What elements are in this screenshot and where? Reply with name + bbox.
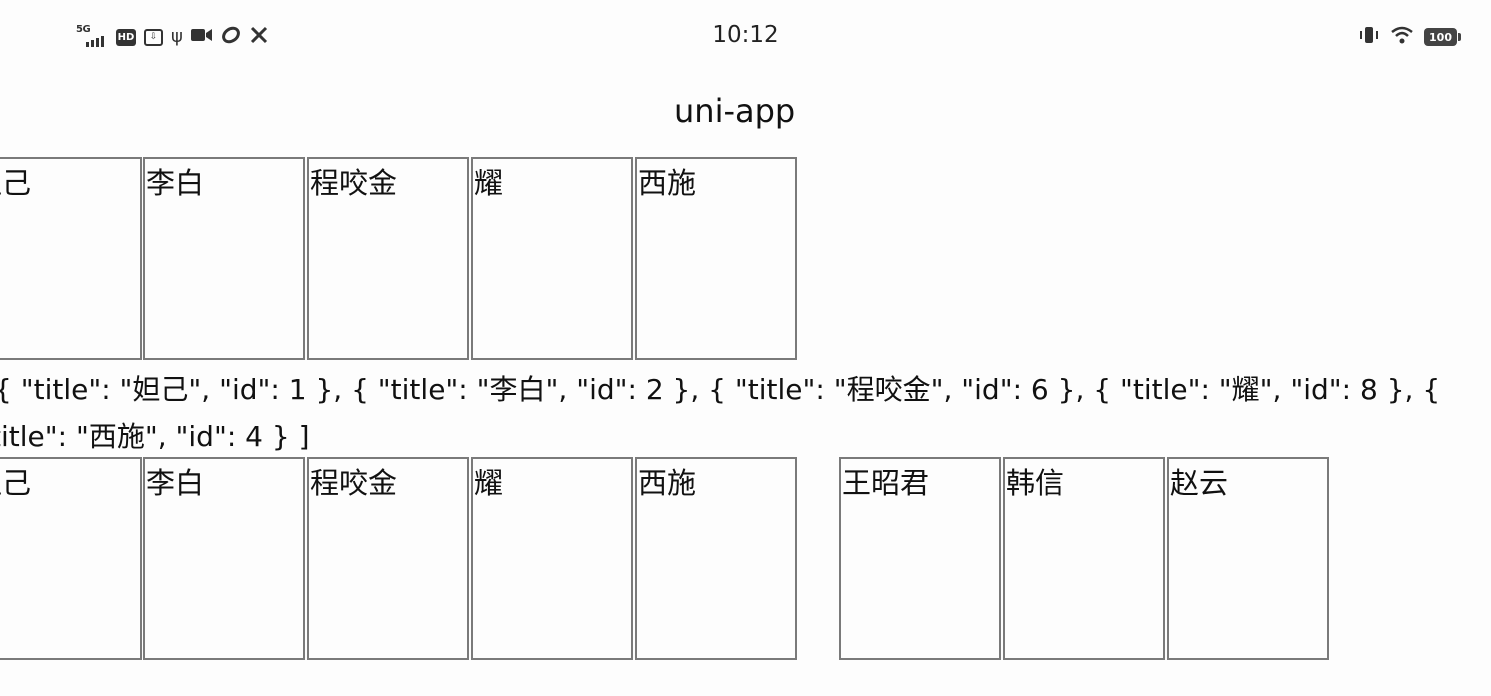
list-item-label: 程咬金 — [310, 166, 398, 200]
status-icons-right: 100 — [1358, 24, 1461, 50]
list-item-label: 王昭君 — [842, 466, 930, 500]
video-camera-icon — [190, 27, 213, 47]
list-item-label: 耀 — [474, 466, 504, 500]
list-item[interactable]: 妲己 — [0, 457, 142, 660]
list-item-label: 李白 — [146, 166, 205, 200]
list-item-label: 耀 — [474, 166, 504, 200]
list-item[interactable]: 李白 — [143, 457, 305, 660]
status-time: 10:12 — [712, 22, 779, 48]
vibrate-icon — [1358, 24, 1380, 50]
status-bar: 5G HD ⇩ ψ 10:12 100 — [0, 0, 1491, 76]
storage-icon: ⇩ — [144, 28, 163, 46]
tools-icon — [249, 25, 269, 49]
list-item-label: 赵云 — [1170, 466, 1229, 500]
list-item-label: 妲己 — [0, 166, 32, 200]
list-item-label: 西施 — [638, 166, 697, 200]
usb-icon: ψ — [171, 26, 183, 47]
signal-5g-icon: 5G — [76, 24, 108, 49]
list-item[interactable]: 西施 — [635, 157, 797, 360]
list-item[interactable]: 耀 — [471, 457, 633, 660]
page-title: uni-app — [674, 92, 796, 130]
battery-icon: 100 — [1424, 28, 1461, 46]
list-item[interactable]: 耀 — [471, 157, 633, 360]
json-output: { "title": "妲己", "id": 1 }, { "title": "… — [0, 366, 1460, 460]
list-item[interactable]: 程咬金 — [307, 157, 469, 360]
list-item-label: 妲己 — [0, 466, 32, 500]
list-item-label: 韩信 — [1006, 466, 1065, 500]
json-output-line-1: { "title": "妲己", "id": 1 }, { "title": "… — [0, 373, 1441, 406]
list-item[interactable]: 韩信 — [1003, 457, 1165, 660]
list-item-label: 程咬金 — [310, 466, 398, 500]
sync-icon — [221, 25, 241, 49]
status-icons-left: 5G HD ⇩ ψ — [76, 24, 269, 50]
list-item[interactable]: 妲己 — [0, 157, 142, 360]
json-output-line-2: title": "西施", "id": 4 } ] — [0, 420, 310, 453]
hd-icon: HD — [116, 28, 136, 46]
wifi-icon — [1390, 25, 1414, 49]
list-item[interactable]: 李白 — [143, 157, 305, 360]
list-item-label: 西施 — [638, 466, 697, 500]
list-item[interactable]: 西施 — [635, 457, 797, 660]
list-item[interactable]: 程咬金 — [307, 457, 469, 660]
list-item[interactable]: 赵云 — [1167, 457, 1329, 660]
list-item[interactable]: 王昭君 — [839, 457, 1001, 660]
list-item-label: 李白 — [146, 466, 205, 500]
